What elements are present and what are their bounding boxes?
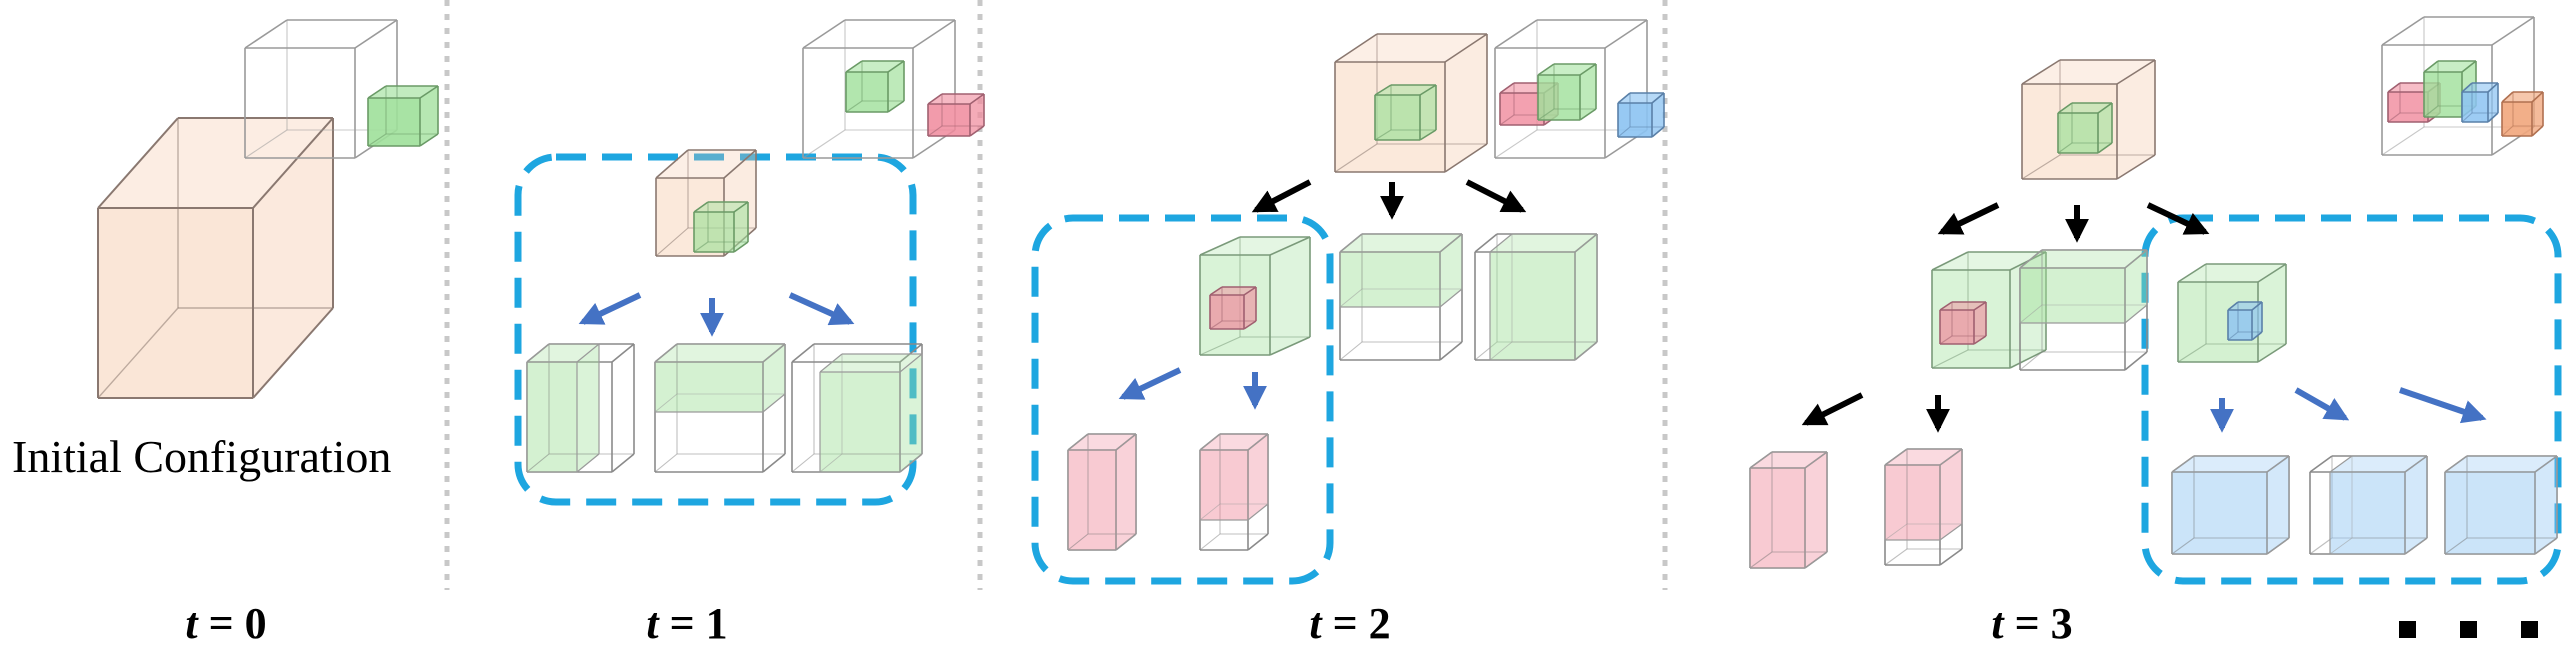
root-green-block-t1 — [693, 201, 749, 253]
arrow-t3-sel-right-2 — [2399, 387, 2487, 424]
arrow-t2-right — [1465, 179, 1527, 213]
child-t2-a — [1067, 433, 1137, 551]
child-t1-c — [791, 343, 923, 473]
preview-green-block-t2 — [1537, 63, 1597, 121]
sibling-t2-b-filled-part — [1489, 233, 1598, 361]
arrow-t1-left — [578, 292, 642, 325]
child-t3-blue-c — [2444, 455, 2558, 555]
initial-configuration-label: Initial Configuration — [12, 431, 392, 482]
timestep-label-0: t = 0 — [185, 599, 267, 648]
child-t1-b — [654, 343, 786, 473]
sibling-t2-a — [1339, 233, 1463, 361]
child-t3-blue-b — [2309, 455, 2428, 555]
child-t1-b-filled-part — [654, 343, 786, 413]
preview-blue-block-t3 — [2461, 82, 2499, 123]
ellipsis-dot — [2521, 621, 2538, 638]
node-t3-b — [2019, 249, 2148, 371]
arrow-t3-sel-right-1 — [2294, 387, 2350, 421]
child-t1-a-filled-part — [526, 343, 600, 473]
blue-item-cube — [1617, 92, 1665, 138]
arrow-t2-left — [1251, 179, 1312, 213]
green-item-cube — [367, 85, 439, 147]
child-t2-b-filled-part — [1199, 433, 1269, 521]
container-cube — [97, 117, 334, 399]
child-t3-blue-a-filled-part — [2171, 455, 2290, 555]
highlight-box-t1 — [514, 153, 917, 506]
child-t3-red-a-filled-part — [1749, 451, 1828, 569]
child-t1-a — [526, 343, 635, 473]
timestep-label-2: t = 2 — [1309, 599, 1391, 648]
child-t3-red-b — [1884, 448, 1963, 566]
orange-item-cube — [2501, 91, 2544, 137]
child-t1-c-filled-part — [819, 353, 923, 473]
sibling-t2-b — [1474, 233, 1598, 361]
arrow-t3-left — [1937, 202, 2000, 235]
arrow-t2-child-left — [1118, 367, 1182, 400]
ellipsis-dot — [2399, 621, 2416, 638]
ellipsis-dot — [2460, 621, 2477, 638]
node-t3-b-filled-part — [2019, 249, 2148, 324]
arrow-t3-right — [2146, 202, 2210, 235]
red-item-cube — [927, 93, 985, 137]
root-green-block-t3 — [2057, 102, 2113, 154]
node-t3-a-red-block — [1939, 301, 1987, 345]
child-t3-blue-c-filled-part — [2444, 455, 2558, 555]
child-t2-b — [1199, 433, 1269, 551]
child-t3-red-b-filled-part — [1884, 448, 1963, 541]
selected-node-red-block-t2 — [1209, 286, 1257, 330]
child-t3-blue-a — [2171, 455, 2290, 555]
timestep-label-3: t = 3 — [1991, 599, 2073, 648]
child-t3-blue-b-filled-part — [2329, 455, 2428, 555]
arrow-t1-right — [788, 292, 855, 326]
child-t3-red-a — [1749, 451, 1828, 569]
highlight-box-t2 — [1031, 214, 1334, 585]
root-green-block-t2 — [1374, 84, 1437, 141]
sibling-t2-a-filled-part — [1339, 233, 1463, 308]
child-t2-a-filled-part — [1067, 433, 1137, 551]
arrow-t3-left-child-left — [1801, 392, 1864, 426]
preview-green-block-t1 — [845, 60, 905, 113]
root-cube-t2 — [1334, 33, 1488, 173]
selected-node-blue-block-t3 — [2227, 301, 2263, 341]
timestep-label-1: t = 1 — [646, 599, 728, 648]
selected-node-t3 — [2177, 263, 2287, 363]
